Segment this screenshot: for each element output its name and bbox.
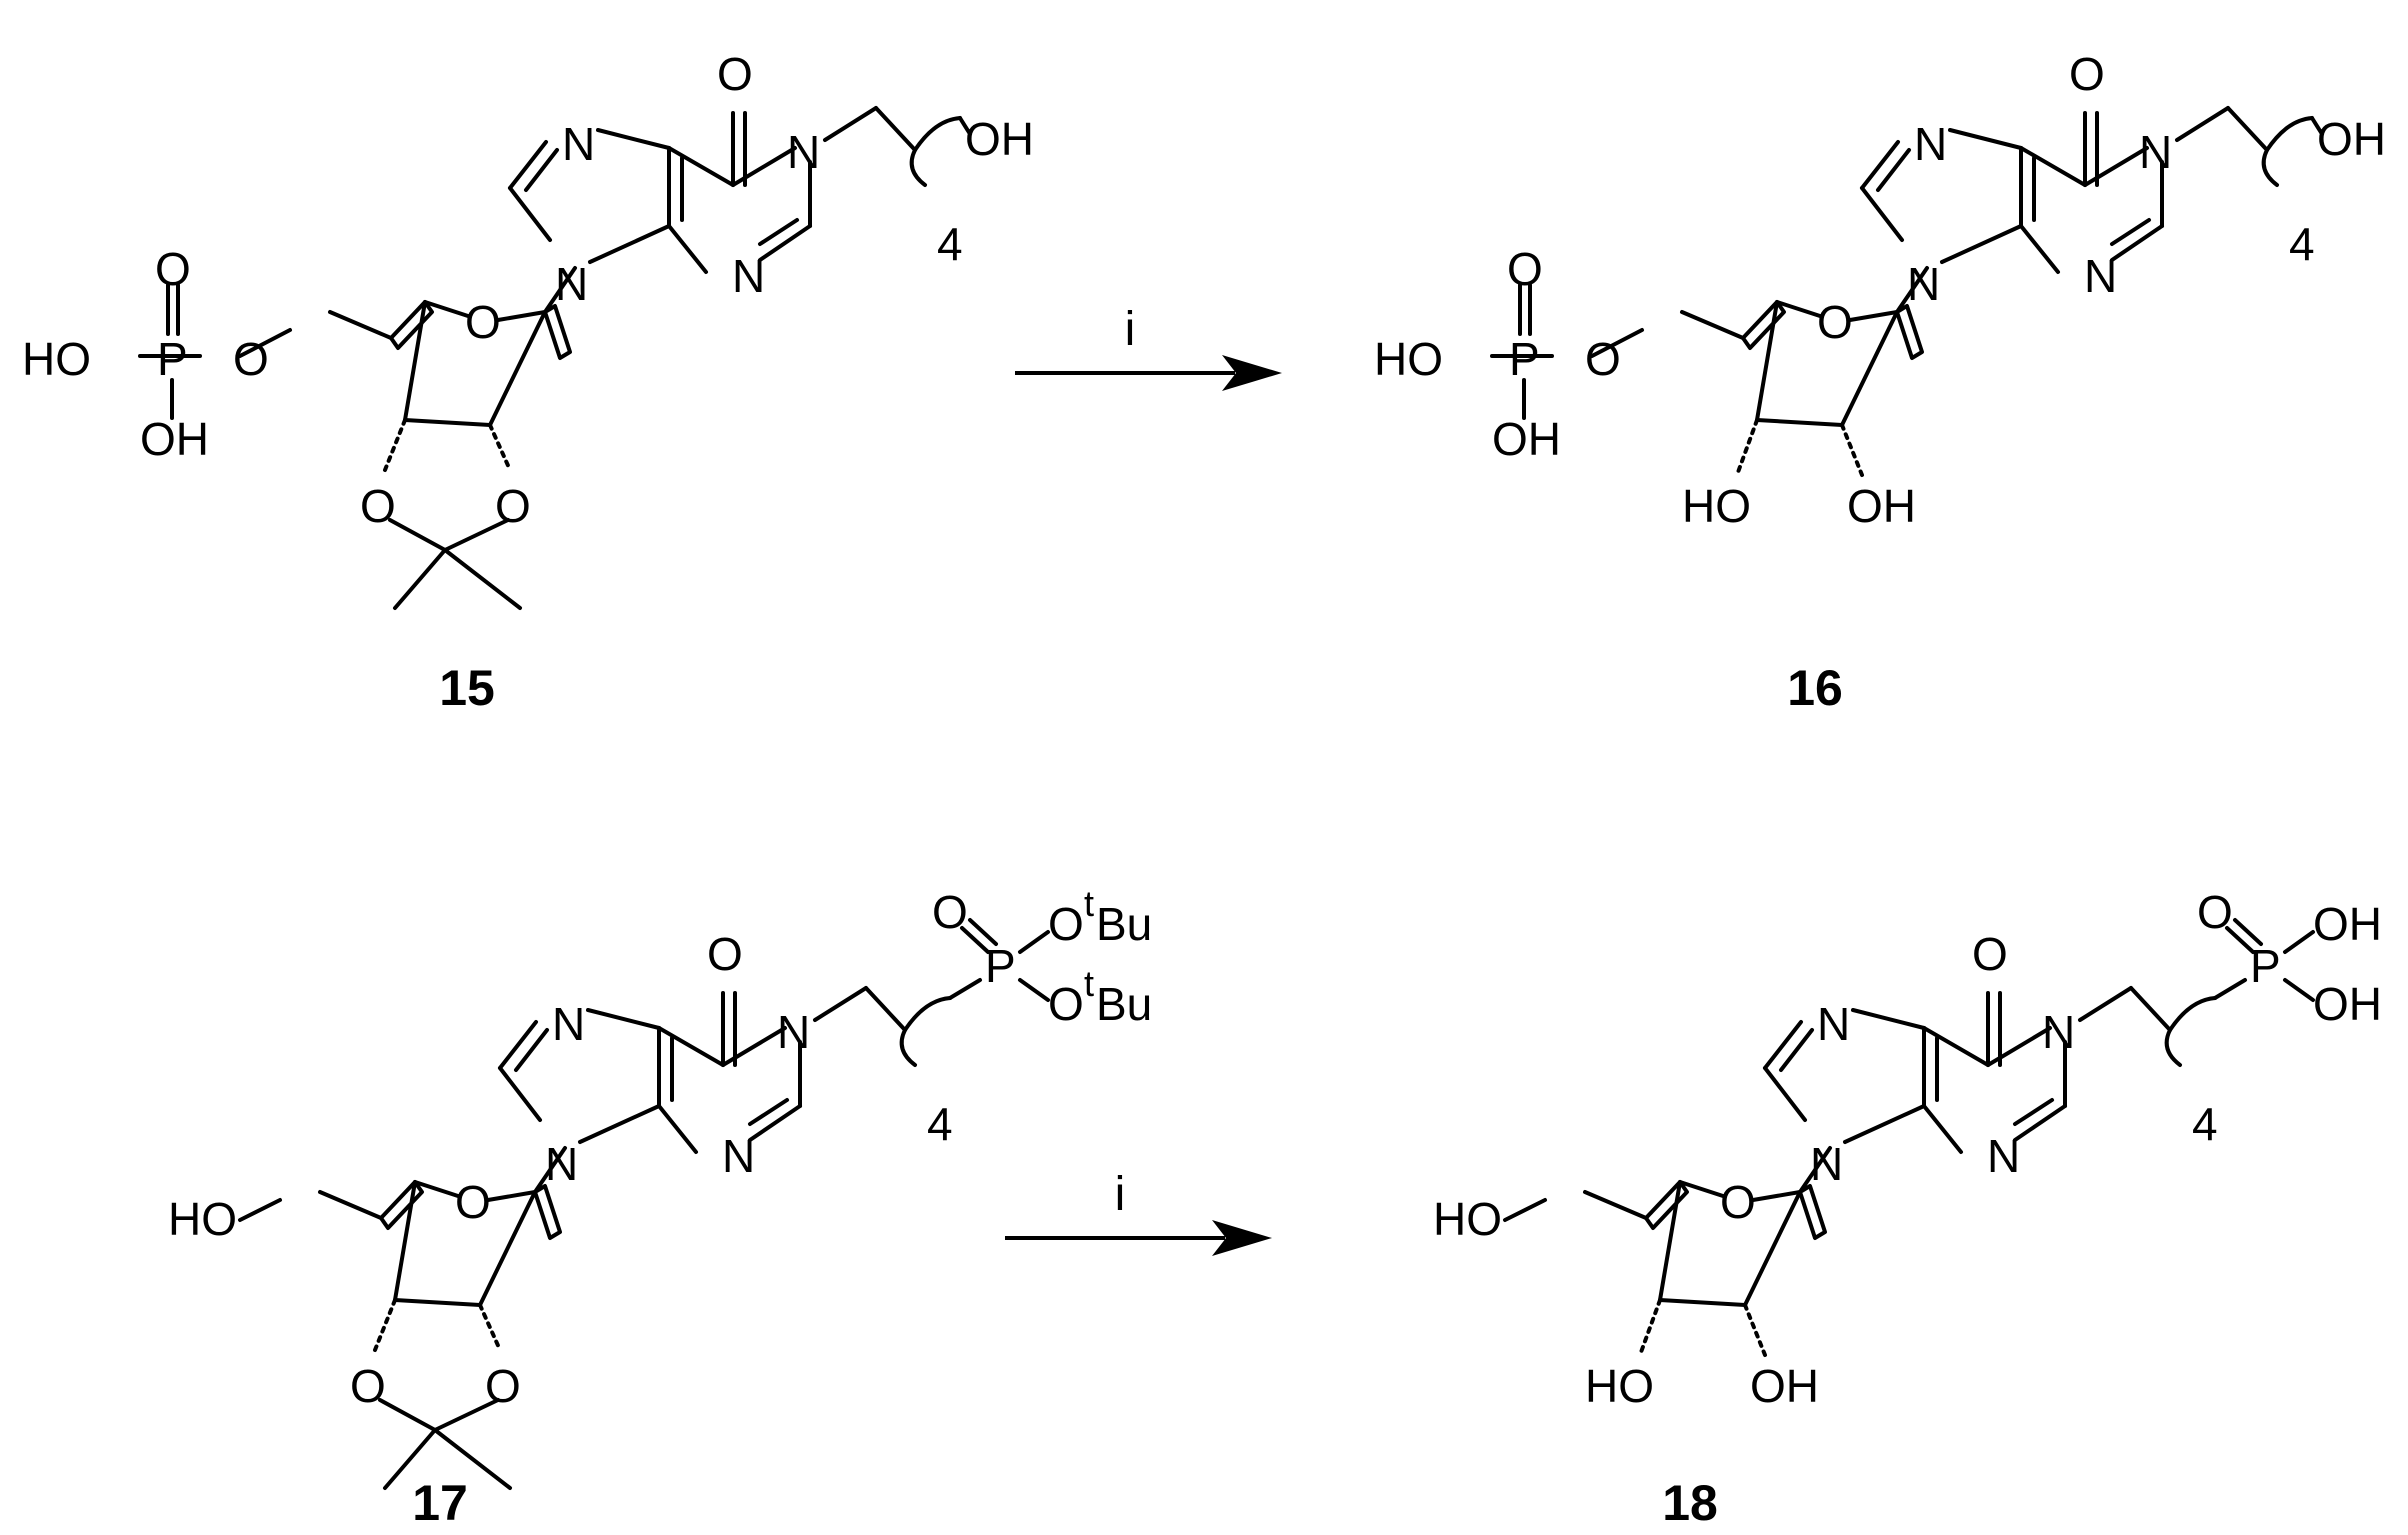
atom-label: OH (1492, 413, 1561, 465)
atom-label: O (2069, 48, 2105, 100)
atom-label: HO (1682, 480, 1751, 532)
atom-label: OH (1847, 480, 1916, 532)
atom-label: N (777, 1006, 810, 1058)
compound-number: 18 (1662, 1475, 1718, 1531)
atom-label: O (1585, 333, 1621, 385)
reaction-arrow-top: i (1015, 303, 1282, 391)
atom-label: O (707, 928, 743, 980)
atom-label: OH (965, 113, 1034, 165)
atom-label: OH (2313, 898, 2382, 950)
atom-label: N (1907, 258, 1940, 310)
atom-label: O (155, 243, 191, 295)
reagent-label-top: i (1125, 303, 1136, 356)
atom-label: O (717, 48, 753, 100)
atom-label: N (1987, 1130, 2020, 1182)
atom-label: HO (1433, 1193, 1502, 1245)
reaction-arrow-bottom: i (1005, 1168, 1272, 1256)
atom-label: O (350, 1360, 386, 1412)
atom-label: N (2139, 126, 2172, 178)
atom-label: HO (22, 333, 91, 385)
atom-label: N (1810, 1138, 1843, 1190)
atom-label: HO (168, 1193, 237, 1245)
atom-label: P (157, 333, 188, 385)
atom-label: N (552, 998, 585, 1050)
atom-label: N (555, 258, 588, 310)
atom-label: HO (1585, 1360, 1654, 1412)
repeat-count: 4 (927, 1098, 953, 1150)
atom-label: Bu (1096, 898, 1152, 950)
atom-label: OH (2313, 978, 2382, 1030)
atom-label: OH (140, 413, 209, 465)
atom-label: N (732, 250, 765, 302)
compound-18: O N N N N 4 P O OH OH O HO HO OH 18 (1433, 886, 2382, 1531)
repeat-count: 4 (2192, 1098, 2218, 1150)
atom-label: O (465, 296, 501, 348)
atom-label: OH (1750, 1360, 1819, 1412)
atom-label: N (2084, 250, 2117, 302)
atom-label: O (1972, 928, 2008, 980)
atom-label: Bu (1096, 978, 1152, 1030)
atom-labels-17: O N N N N 4 P O O t Bu O t Bu O HO O O (168, 883, 1152, 1412)
atom-label: O (360, 480, 396, 532)
repeat-count: 4 (2289, 218, 2315, 270)
reagent-label-bottom: i (1115, 1168, 1126, 1221)
atom-label: O (485, 1360, 521, 1412)
compound-15: O N N N N OH 4 O O O P HO OH O O 15 (22, 48, 1034, 716)
atom-superscript: t (1084, 963, 1094, 1004)
atom-label: OH (2317, 113, 2386, 165)
atom-label: O (2197, 886, 2233, 938)
atom-label: N (545, 1138, 578, 1190)
compound-17: O N N N N 4 P O O t Bu O t Bu O HO O O 1… (168, 883, 1152, 1531)
atom-label: N (2042, 1006, 2075, 1058)
atom-label: O (932, 886, 968, 938)
atom-label: P (985, 940, 1016, 992)
atom-labels-16: O N N N N OH 4 O O O P HO OH HO OH (1374, 48, 2386, 532)
atom-label: HO (1374, 333, 1443, 385)
compound-number: 17 (412, 1475, 468, 1531)
atom-superscript: t (1084, 883, 1094, 924)
repeat-count: 4 (937, 218, 963, 270)
atom-label: O (1817, 296, 1853, 348)
atom-label: P (2250, 940, 2281, 992)
atom-label: N (787, 126, 820, 178)
atom-label: O (495, 480, 531, 532)
atom-labels-15: O N N N N OH 4 O O O P HO OH O O (22, 48, 1034, 532)
atom-label: O (1507, 243, 1543, 295)
atom-labels-18: O N N N N 4 P O OH OH O HO HO OH (1433, 886, 2382, 1412)
atom-label: O (1048, 978, 1084, 1030)
atom-label: O (1048, 898, 1084, 950)
atom-label: N (562, 118, 595, 170)
compound-number: 16 (1787, 660, 1843, 716)
atom-label: P (1509, 333, 1540, 385)
atom-label: N (1817, 998, 1850, 1050)
atom-label: O (233, 333, 269, 385)
atom-label: N (1914, 118, 1947, 170)
compound-16: O N N N N OH 4 O O O P HO OH HO OH 16 (1374, 48, 2386, 716)
compound-number: 15 (439, 660, 495, 716)
atom-label: N (722, 1130, 755, 1182)
atom-label: O (455, 1176, 491, 1228)
atom-label: O (1720, 1176, 1756, 1228)
